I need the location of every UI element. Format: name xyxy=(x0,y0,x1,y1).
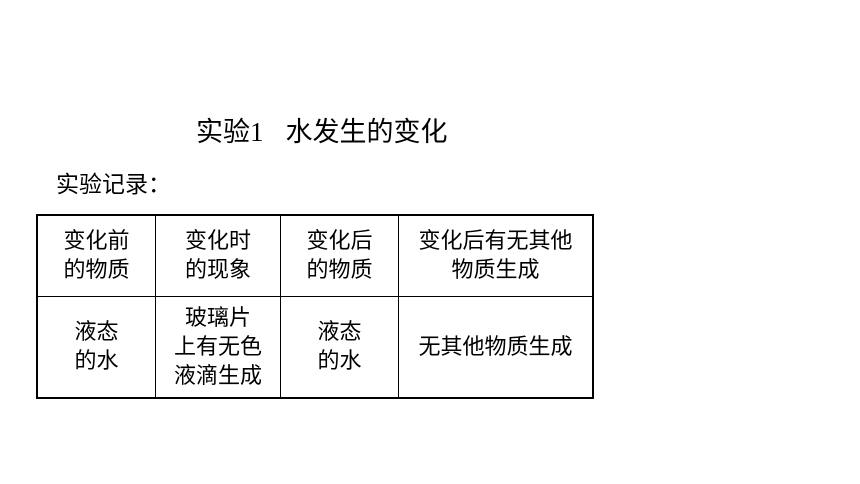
table-cell: 液态 的水 xyxy=(280,296,399,399)
experiment-record-table: 变化前 的物质 变化时 的现象 变化后 的物质 变化后有无其他 物质生成 液态 … xyxy=(36,214,594,399)
header-cell-phenomenon: 变化时 的现象 xyxy=(155,214,281,297)
title-prefix: 实验 xyxy=(196,117,250,148)
table-header-row: 变化前 的物质 变化时 的现象 变化后 的物质 变化后有无其他 物质生成 xyxy=(36,214,594,297)
title-text: 水发生的变化 xyxy=(285,117,448,148)
table-cell: 液态 的水 xyxy=(36,296,156,399)
record-label: 实验记录： xyxy=(56,172,171,198)
table-cell: 无其他物质生成 xyxy=(398,296,594,399)
header-cell-new-substance: 变化后有无其他 物质生成 xyxy=(398,214,594,297)
table-row: 液态 的水 玻璃片 上有无色 液滴生成 液态 的水 无其他物质生成 xyxy=(36,296,594,399)
experiment-title: 实验1 水发生的变化 xyxy=(196,112,448,153)
table-cell: 玻璃片 上有无色 液滴生成 xyxy=(155,296,281,399)
title-number: 1 xyxy=(250,117,264,147)
header-cell-after: 变化后 的物质 xyxy=(280,214,399,297)
header-cell-before: 变化前 的物质 xyxy=(36,214,156,297)
